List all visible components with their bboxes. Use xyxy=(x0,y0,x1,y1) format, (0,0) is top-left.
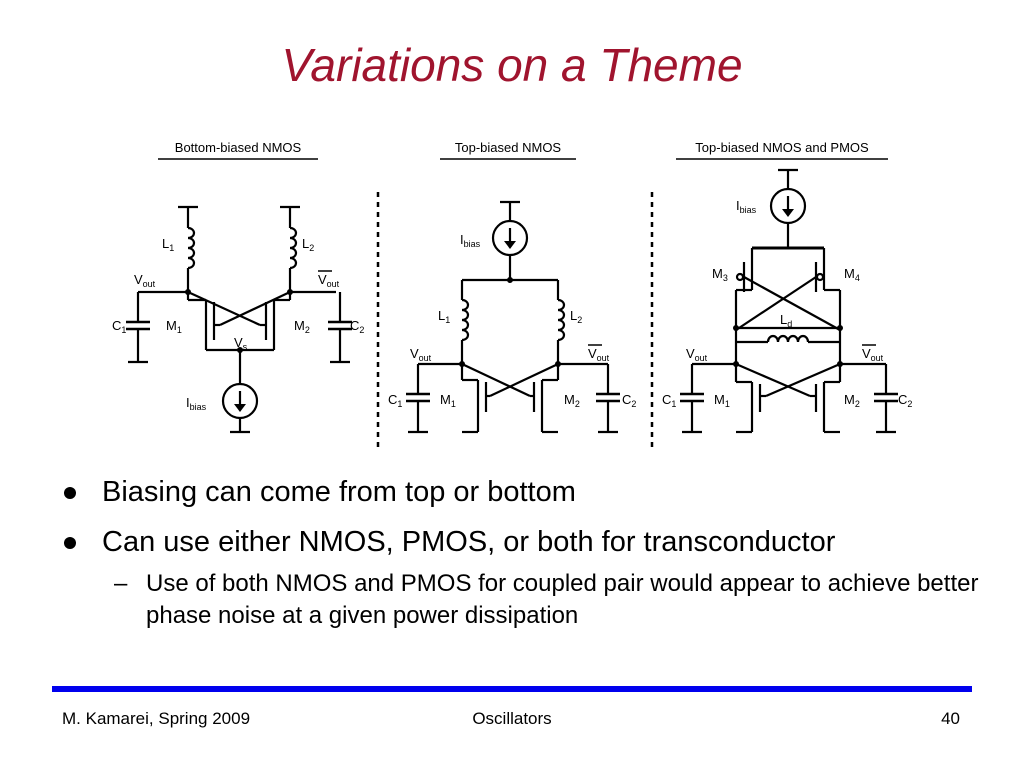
svg-text:M4: M4 xyxy=(844,266,860,283)
svg-text:C1: C1 xyxy=(388,392,402,409)
svg-text:C2: C2 xyxy=(622,392,636,409)
svg-text:C1: C1 xyxy=(112,318,126,335)
svg-text:M1: M1 xyxy=(440,392,456,409)
svg-text:Ld: Ld xyxy=(780,312,792,329)
svg-text:Ibias: Ibias xyxy=(736,198,757,215)
svg-text:Vs: Vs xyxy=(234,335,248,352)
svg-text:Vout: Vout xyxy=(862,346,884,363)
circuit-top-biased xyxy=(408,200,618,434)
panel-title-3: Top-biased NMOS and PMOS xyxy=(695,140,869,155)
svg-text:C2: C2 xyxy=(898,392,912,409)
circuit-figure: Bottom-biased NMOS Top-biased NMOS Top-b… xyxy=(112,140,912,447)
slide-title: Variations on a Theme xyxy=(281,39,743,91)
panel-bottom-biased: Bottom-biased NMOS xyxy=(158,140,318,160)
footer-rule xyxy=(52,686,972,692)
sub-bullet-text: Use of both NMOS and PMOS for coupled pa… xyxy=(146,570,979,629)
svg-text:M2: M2 xyxy=(844,392,860,409)
svg-text:Vout: Vout xyxy=(318,272,340,289)
sub-bullet-item: – Use of both NMOS and PMOS for coupled … xyxy=(56,568,996,632)
footer-topic: Oscillators xyxy=(472,709,552,728)
circuit-bottom-biased xyxy=(128,205,350,434)
svg-text:C2: C2 xyxy=(350,318,364,335)
bullet-text: Biasing can come from top or bottom xyxy=(102,476,576,508)
svg-text:M2: M2 xyxy=(564,392,580,409)
svg-text:L2: L2 xyxy=(302,236,314,253)
bullet-dot-icon xyxy=(64,537,76,549)
bullet-list: Biasing can come from top or bottom Can … xyxy=(56,474,996,632)
svg-text:C1: C1 xyxy=(662,392,676,409)
footer-author: M. Kamarei, Spring 2009 xyxy=(62,709,251,728)
svg-text:M2: M2 xyxy=(294,318,310,335)
svg-text:Vout: Vout xyxy=(134,272,156,289)
bullet-item: Biasing can come from top or bottom xyxy=(56,474,996,510)
svg-text:M1: M1 xyxy=(166,318,182,335)
panel-top-biased-pmos: Top-biased NMOS and PMOS xyxy=(676,140,888,160)
svg-text:L2: L2 xyxy=(570,308,582,325)
svg-text:M3: M3 xyxy=(712,266,728,283)
panel-top-biased: Top-biased NMOS xyxy=(440,140,576,160)
panel-title-1: Bottom-biased NMOS xyxy=(175,140,302,155)
svg-text:Ibias: Ibias xyxy=(460,232,481,249)
svg-text:M1: M1 xyxy=(714,392,730,409)
svg-text:Ibias: Ibias xyxy=(186,395,207,412)
svg-text:Vout: Vout xyxy=(410,346,432,363)
page-number: 40 xyxy=(941,709,960,728)
panel-title-2: Top-biased NMOS xyxy=(455,140,562,155)
svg-text:Vout: Vout xyxy=(686,346,708,363)
svg-text:L1: L1 xyxy=(438,308,450,325)
svg-text:Vout: Vout xyxy=(588,346,610,363)
svg-text:L1: L1 xyxy=(162,236,174,253)
bullet-text: Can use either NMOS, PMOS, or both for t… xyxy=(102,526,836,558)
sub-bullet-dash: – xyxy=(114,570,128,597)
bullet-dot-icon xyxy=(64,487,76,499)
bullet-item: Can use either NMOS, PMOS, or both for t… xyxy=(56,524,996,560)
